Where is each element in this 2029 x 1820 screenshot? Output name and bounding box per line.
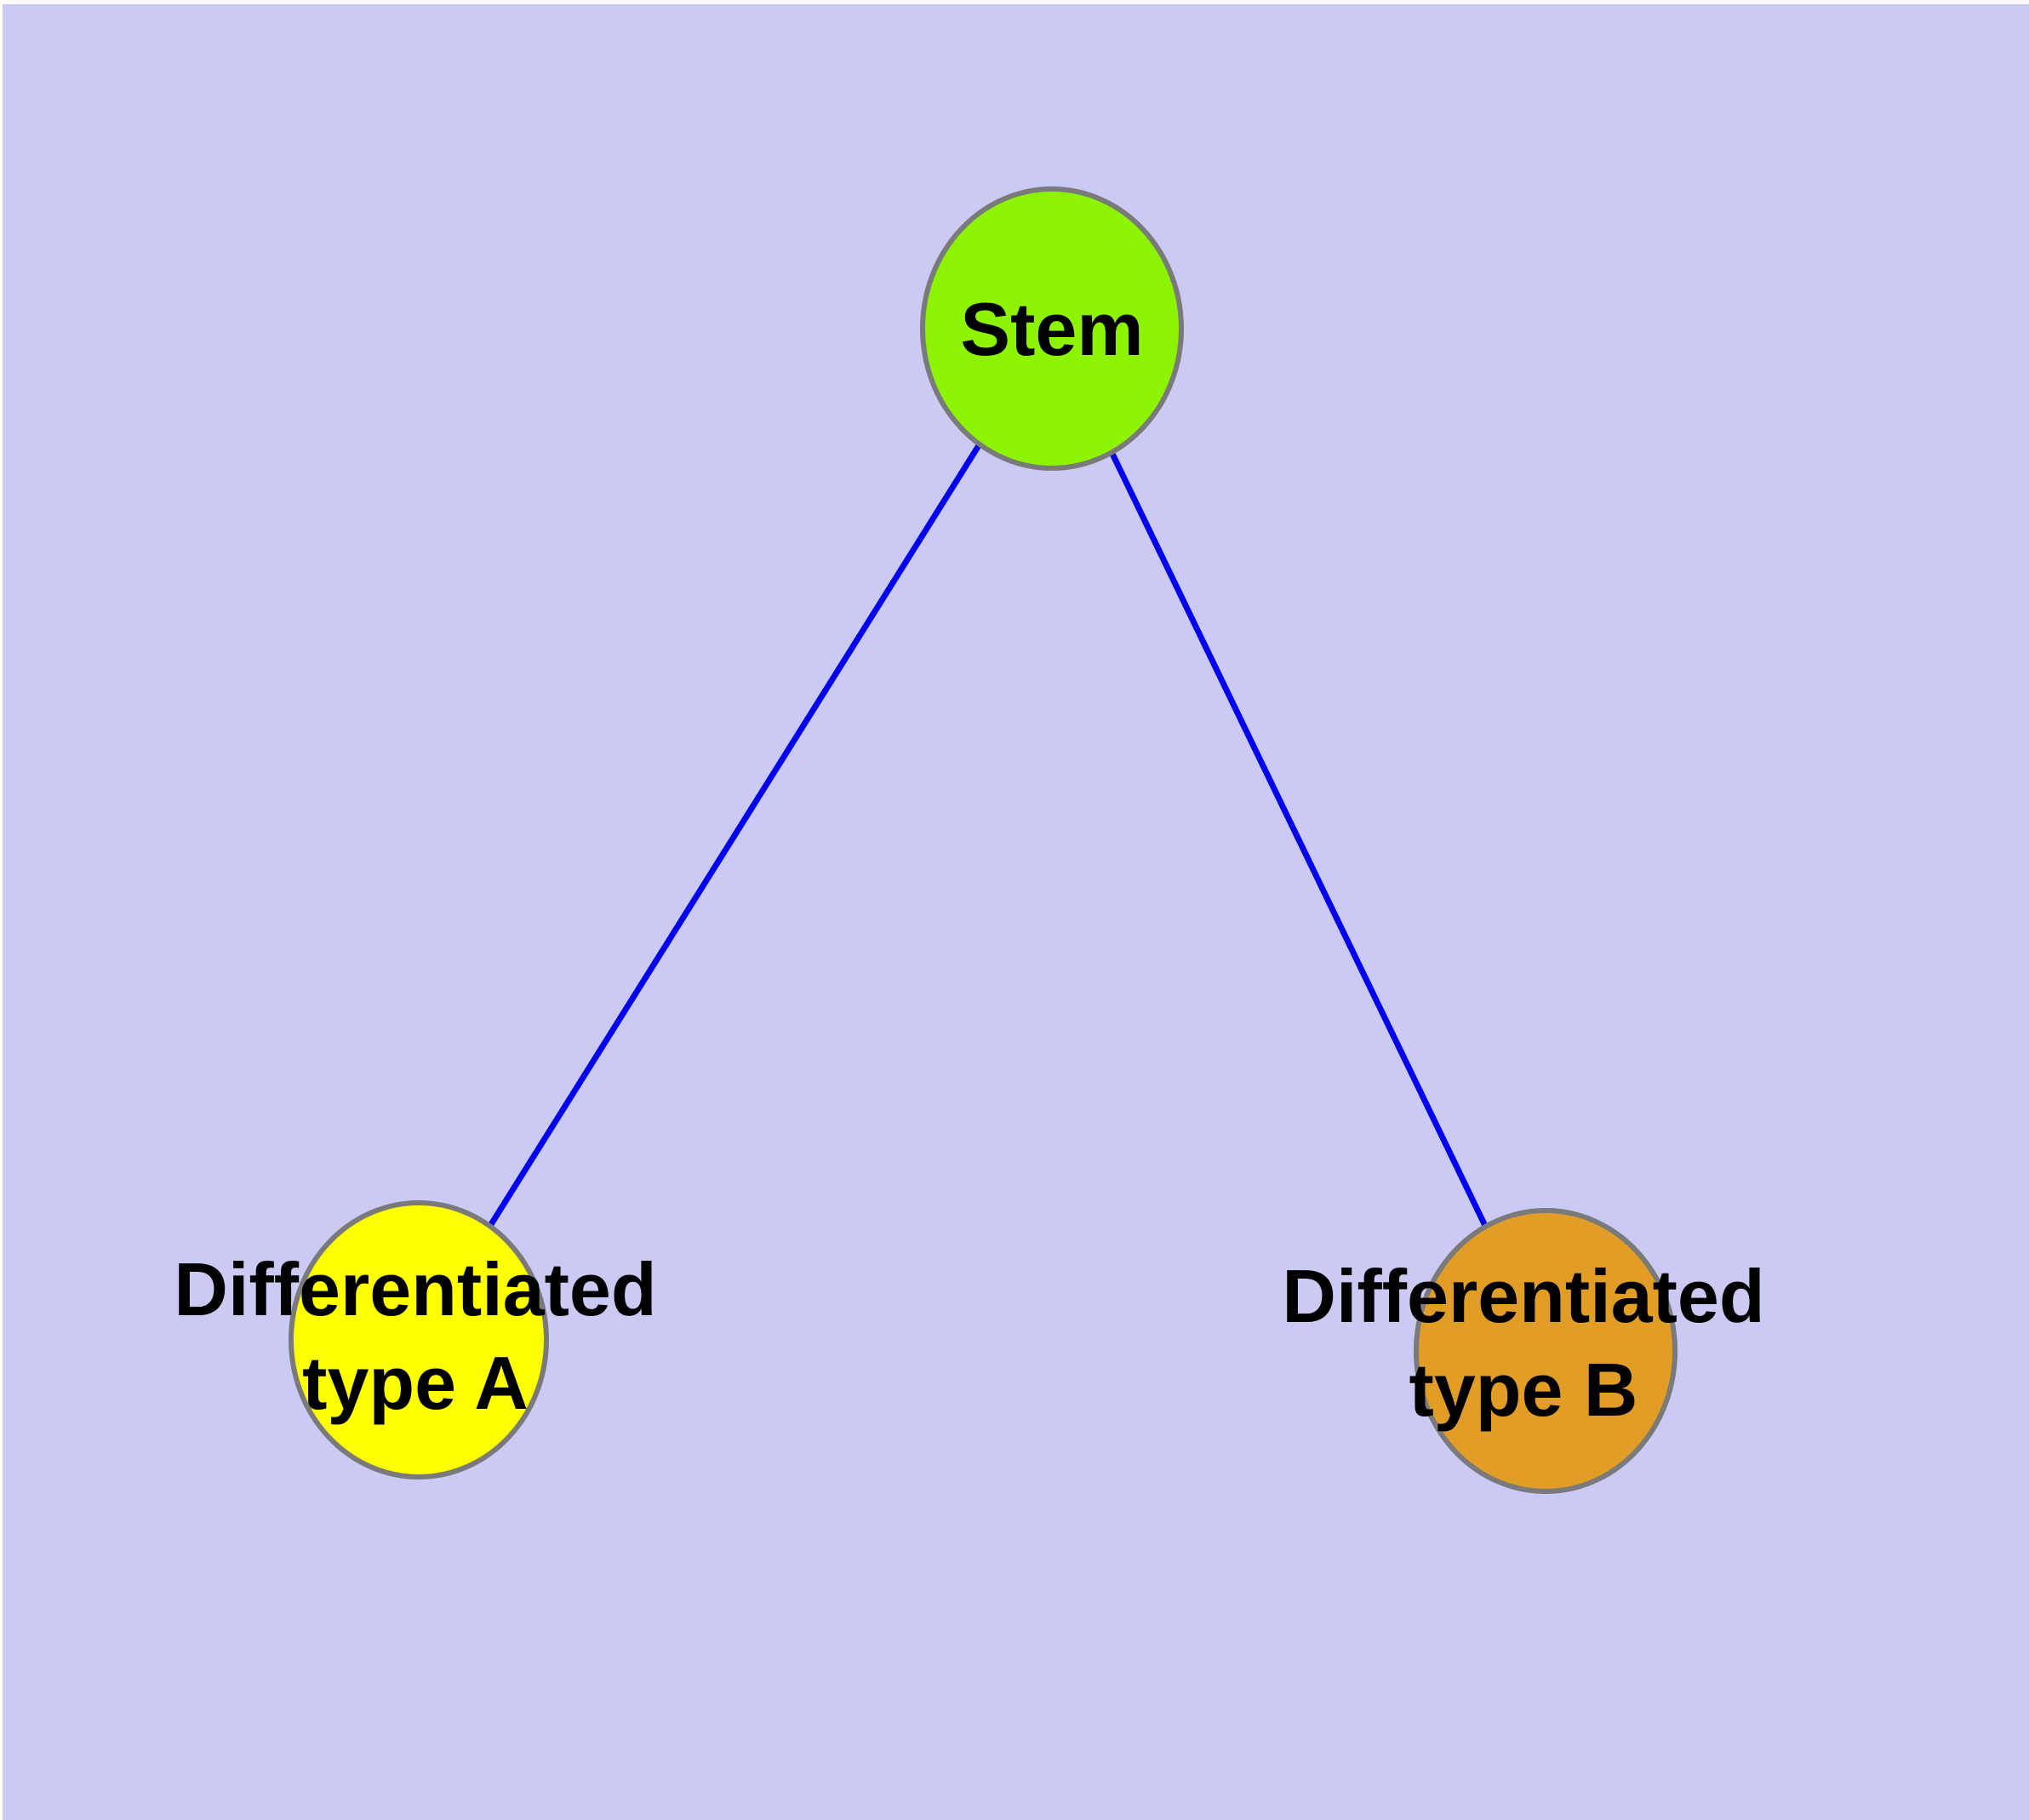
node-differentiated-type-a: [289, 1200, 549, 1479]
node-stem: [920, 186, 1184, 471]
node-differentiated-type-b-label-line2: type B: [1409, 1348, 1638, 1432]
node-differentiated-type-b: [1414, 1208, 1677, 1494]
edge-stem-to-type-a: [415, 325, 1055, 1343]
edge-stem-to-type-b: [1049, 325, 1549, 1354]
node-differentiated-type-a-label-line2: type A: [302, 1341, 529, 1425]
node-differentiated-type-b-label-line1: Differentiated: [1282, 1254, 1764, 1338]
node-differentiated-type-a-label-line1: Differentiated: [174, 1247, 656, 1331]
node-stem-label: Stem: [960, 287, 1143, 371]
